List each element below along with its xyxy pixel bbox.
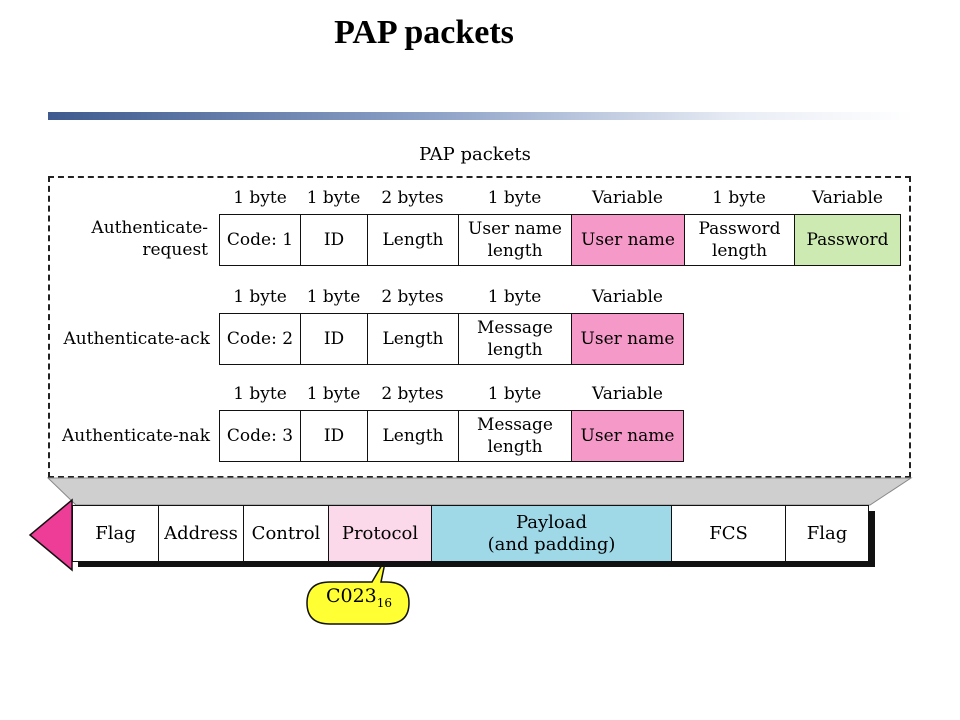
field-length: Length <box>367 410 459 462</box>
row-label-ack: Authenticate-ack <box>63 329 210 349</box>
diagram-caption: PAP packets <box>419 144 531 165</box>
field-size: 1 byte <box>487 188 542 208</box>
frame-direction-arrow <box>28 498 73 572</box>
field-user-name: User name <box>571 313 684 365</box>
field-size: 1 byte <box>306 188 361 208</box>
field-message-length: Message length <box>458 410 572 462</box>
field-password: Password <box>794 214 901 266</box>
field-code: Code: 1 <box>219 214 301 266</box>
field-size: 2 bytes <box>381 188 444 208</box>
field-size: 1 byte <box>487 384 542 404</box>
field-size: 2 bytes <box>381 287 444 307</box>
field-size: Variable <box>812 188 883 208</box>
field-length: Length <box>367 214 459 266</box>
field-id: ID <box>300 313 368 365</box>
field-size: 1 byte <box>487 287 542 307</box>
frame-field-control: Control <box>243 505 329 562</box>
frame-field-payload: Payload (and padding) <box>431 505 672 562</box>
protocol-callout-bubble <box>306 557 410 625</box>
field-size: 1 byte <box>233 384 287 404</box>
title-divider <box>48 112 914 120</box>
frame-field-address: Address <box>158 505 244 562</box>
frame-field-fcs: FCS <box>671 505 786 562</box>
field-size: 1 byte <box>306 287 361 307</box>
field-user-name: User name <box>571 410 684 462</box>
field-size: Variable <box>592 384 663 404</box>
row-label-text: Authenticate- request <box>91 218 208 260</box>
field-size: 1 byte <box>712 188 766 208</box>
field-id: ID <box>300 214 368 266</box>
field-user-name: User name <box>571 214 685 266</box>
field-size: Variable <box>592 287 663 307</box>
field-message-length: Message length <box>458 313 572 365</box>
frame-field-flag-end: Flag <box>785 505 869 562</box>
slide-title: PAP packets <box>334 14 514 51</box>
field-user-name-length: User name length <box>458 214 572 266</box>
protocol-value-label: C02316 <box>310 585 408 610</box>
field-code: Code: 2 <box>219 313 301 365</box>
field-size: 1 byte <box>233 188 287 208</box>
field-size: 2 bytes <box>381 384 444 404</box>
field-id: ID <box>300 410 368 462</box>
protocol-value-base: 16 <box>376 595 393 610</box>
field-size: Variable <box>592 188 663 208</box>
frame-field-protocol: Protocol <box>328 505 432 562</box>
field-length: Length <box>367 313 459 365</box>
projection-wedge <box>46 477 913 506</box>
row-label-request: Authenticate- request <box>56 217 208 261</box>
field-password-length: Password length <box>684 214 795 266</box>
field-size: 1 byte <box>306 384 361 404</box>
frame-field-flag: Flag <box>72 505 159 562</box>
pap-packets-box <box>48 176 911 478</box>
row-label-nak: Authenticate-nak <box>62 426 210 446</box>
protocol-value: C023 <box>325 585 377 607</box>
field-size: 1 byte <box>233 287 287 307</box>
